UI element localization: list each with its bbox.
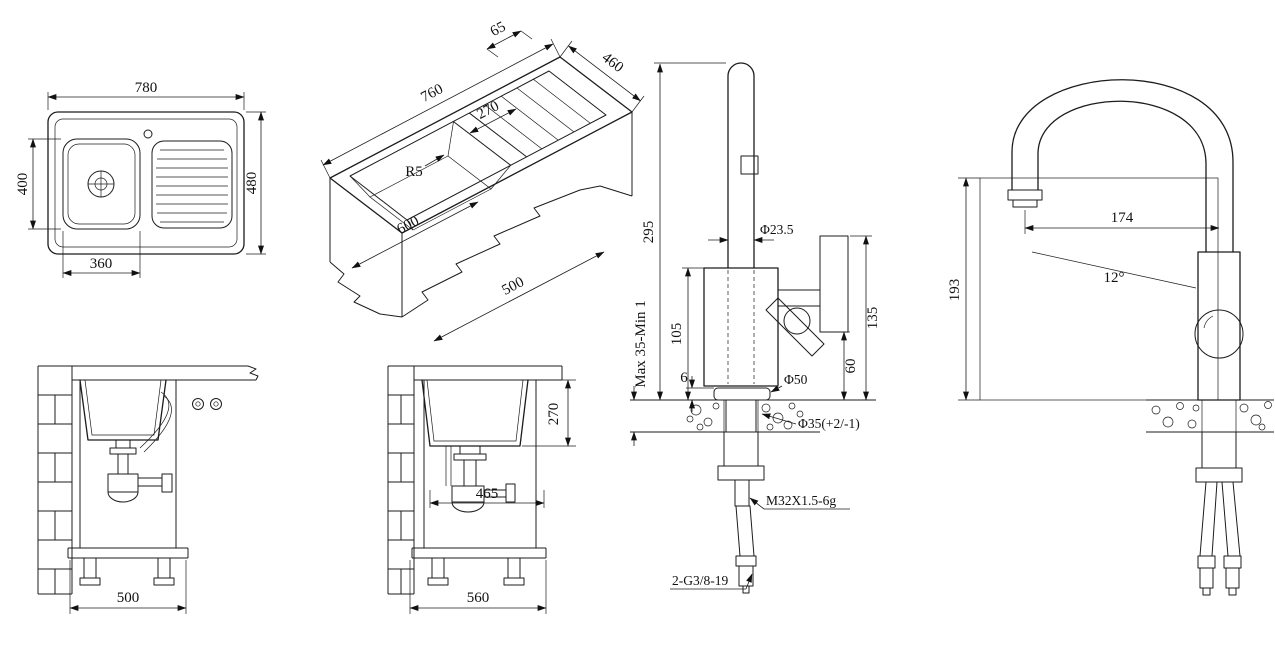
view-faucet-profile: 174 12° 193 (947, 79, 1274, 596)
handle-joint (783, 307, 811, 335)
supply-hose (735, 505, 755, 557)
dim-spout-dia: Φ23.5 (760, 222, 794, 237)
aerator-icon (740, 155, 759, 175)
dim-hole-dia: Φ35(+2/-1) (798, 416, 860, 431)
dim-body-height: 105 (669, 323, 685, 346)
dim-handle-bottom: 60 (843, 359, 859, 374)
view-faucet-section: 295 105 Max 35-Min 1 Φ23.5 6 Φ50 135 60 … (630, 62, 881, 594)
spout-outlet (1007, 189, 1043, 201)
dim-bowl-width: 360 (90, 256, 113, 272)
iso-dim-radius: R5 (405, 164, 423, 180)
supply-hose-left (1199, 481, 1218, 557)
wall-bricks-side (387, 365, 415, 595)
iso-dim-cabinet-length: 600 (394, 213, 421, 238)
handle-lever (765, 297, 825, 357)
dim-sink-width: 780 (135, 80, 158, 96)
dim-height: 193 (947, 279, 963, 302)
dim-spout-height: 295 (641, 221, 657, 244)
iso-dim-cabinet-width: 500 (499, 274, 526, 299)
supply-hose-right (1221, 481, 1241, 557)
dim-sink-depth: 480 (244, 172, 260, 195)
dim-cabinet-front-width: 500 (117, 590, 140, 606)
dim-hose-thread: 2-G3/8-19 (672, 573, 728, 588)
drainboard-ridges (156, 149, 228, 223)
dim-reach: 174 (1111, 210, 1134, 226)
view-sink-isometric: 760 460 65 270 R5 600 500 (320, 19, 645, 342)
view-cabinet-front: 500 (37, 365, 259, 614)
dim-handle-top: 135 (865, 307, 881, 330)
view-sink-top: 780 400 480 360 (15, 80, 266, 278)
wall-bricks (37, 365, 73, 595)
hole-icon (192, 398, 204, 410)
dim-flange-gap: 6 (680, 370, 688, 386)
hole-icon (210, 398, 222, 410)
view-cabinet-side: 270 465 560 (387, 365, 576, 614)
dim-bowl-height: 400 (15, 173, 31, 196)
dim-counter-thickness: Max 35-Min 1 (633, 300, 649, 388)
iso-dim-length: 760 (418, 81, 445, 106)
counter-stone-pattern-2 (1151, 401, 1272, 431)
dim-shank-thread: M32X1.5-6g (766, 493, 836, 508)
ball-joint (1194, 309, 1244, 359)
tap-hole-icon (143, 129, 153, 139)
iso-drainboard-ridges (484, 78, 591, 150)
dim-cabinet-side-depth: 560 (467, 590, 490, 606)
iso-dim-drainer: 270 (474, 98, 501, 123)
iso-dim-rim-edge: 65 (488, 19, 509, 40)
counter-stone-pattern (686, 402, 804, 431)
dim-base-dia: Φ50 (784, 372, 808, 387)
dim-angle: 12° (1104, 270, 1125, 286)
dim-bowl-depth: 270 (546, 403, 562, 426)
dim-drain-offset: 465 (476, 486, 499, 502)
